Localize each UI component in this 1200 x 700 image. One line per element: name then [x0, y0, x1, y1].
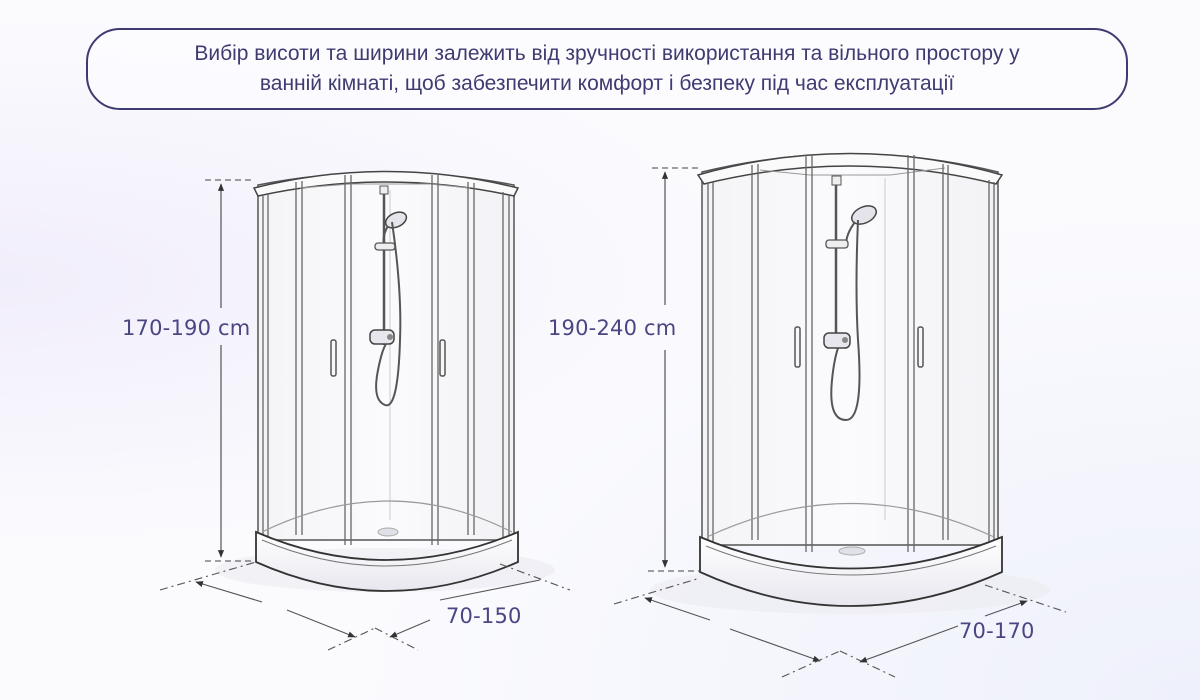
- right-height-label: 190-240 cm: [548, 316, 677, 340]
- banner-line-1: Вибір висоти та ширини залежить від зруч…: [194, 42, 1020, 65]
- left-height-label: 170-190 cm: [122, 316, 251, 340]
- right-width-label: 70-170: [959, 619, 1035, 643]
- right-height-dimension: [648, 167, 700, 572]
- left-height-dimension: [205, 179, 254, 562]
- left-width-label: 70-150: [446, 604, 522, 628]
- banner-line-2: ванній кімнаті, щоб забезпечити комфорт …: [259, 72, 955, 95]
- left-width-dimension: [159, 561, 571, 651]
- info-banner: Вибір висоти та ширини залежить від зруч…: [86, 28, 1128, 110]
- left-shower-cabin: [215, 170, 555, 592]
- right-width-dimension: [613, 577, 1067, 678]
- right-shower-cabin: [650, 152, 1050, 614]
